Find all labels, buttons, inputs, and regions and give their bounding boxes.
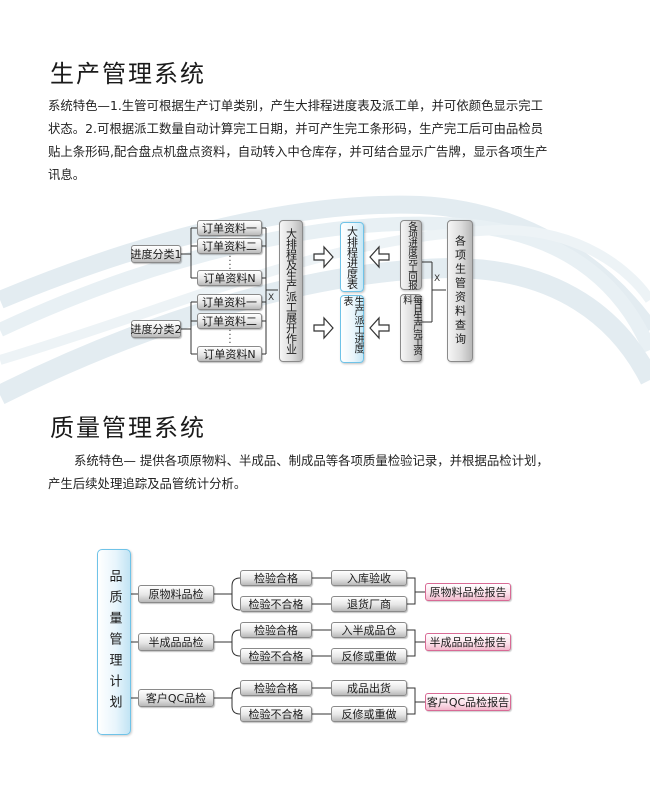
- inspection-fail: 检验不合格: [240, 648, 312, 664]
- inspection-report: 原物料品检报告: [425, 583, 511, 601]
- description-line: 讯息。: [48, 167, 86, 182]
- quality-description: 系统特色— 提供各项原物料、半成品、制成品等各项质量检验记录，并根据品检计划， …: [48, 449, 618, 495]
- progress-category-1: 进度分类1: [131, 245, 182, 263]
- inspection-pass: 检验合格: [240, 680, 312, 696]
- fail-action: 退货厂商: [331, 596, 407, 612]
- pass-action: 成品出货: [331, 680, 407, 696]
- multiply-mark: X: [434, 274, 441, 284]
- description-line: 产生后续处理追踪及品管统计分析。: [48, 476, 247, 491]
- quality-plan-box: 品质量管理计划: [97, 549, 131, 735]
- inspection-pass: 检验合格: [240, 622, 312, 638]
- order-data-n: 订单资料N: [197, 346, 262, 362]
- query-label: 各项生管资料查询: [453, 235, 467, 347]
- pass-action: 入半成品仓: [331, 622, 407, 638]
- daily-production-label: 每日生产完工资料: [401, 295, 422, 355]
- production-description: 系统特色—1.生管可根据生产订单类别，产生大排程进度表及派工单，并可依颜色显示完…: [48, 94, 618, 186]
- semi-finished-inspection: 半成品品检: [138, 633, 214, 651]
- order-data-1: 订单资料一: [197, 294, 262, 310]
- query-box: 各项生管资料查询: [447, 220, 473, 362]
- order-data-2: 订单资料二: [197, 238, 262, 254]
- multiply-mark: X: [268, 293, 275, 303]
- description-line: 系统特色— 提供各项原物料、半成品、制成品等各项质量检验记录，并根据品检计划，: [74, 453, 549, 468]
- inspection-report: 客户QC品检报告: [425, 693, 511, 711]
- description-line: 贴上条形码,配合盘点机盘点资料，自动转入中仓库存，并可结合显示广告牌，显示各项生…: [48, 144, 548, 159]
- daily-production-box: 每日生产完工资料: [400, 294, 422, 362]
- description-line: 系统特色—1.生管可根据生产订单类别，产生大排程进度表及派工单，并可依颜色显示完…: [48, 98, 544, 113]
- dispatch-progress-box: 生产派工进度表: [340, 295, 364, 363]
- inspection-fail: 检验不合格: [240, 596, 312, 612]
- pass-action: 入库验收: [331, 570, 407, 586]
- page-title-production: 生产管理系统: [50, 60, 206, 88]
- big-schedule-label: 大排程进度表: [345, 225, 359, 289]
- completion-report-box: 各项进度完工回报: [400, 220, 422, 290]
- dispatch-progress-label: 生产派工进度表: [341, 296, 363, 353]
- fail-action: 反修或重做: [331, 648, 407, 664]
- ellipsis-dots: ····: [228, 252, 232, 275]
- description-line: 状态。2.可根据派工数量自动计算完工日期，并可产生完工条形码，生产完工后可由品检…: [48, 121, 544, 136]
- order-data-1: 订单资料一: [197, 220, 262, 236]
- quality-plan-label: 品质量管理计划: [106, 568, 122, 716]
- completion-report-label: 各项进度完工回报: [406, 221, 417, 289]
- raw-material-inspection: 原物料品检: [138, 585, 214, 603]
- progress-category-2: 进度分类2: [131, 320, 182, 338]
- inspection-pass: 检验合格: [240, 570, 312, 586]
- order-data-n: 订单资料N: [197, 270, 262, 286]
- schedule-dispatch-label: 大排程及生产派工展开作业: [284, 228, 298, 354]
- inspection-fail: 检验不合格: [240, 706, 312, 722]
- schedule-dispatch-box: 大排程及生产派工展开作业: [279, 220, 303, 362]
- big-schedule-box: 大排程进度表: [340, 222, 364, 292]
- page-title-quality: 质量管理系统: [50, 414, 206, 442]
- inspection-report: 半成品品检报告: [425, 633, 511, 651]
- fail-action: 反修或重做: [331, 706, 407, 722]
- ellipsis-dots: ····: [228, 326, 232, 349]
- customer-qc-inspection: 客户QC品检: [138, 689, 214, 707]
- order-data-2: 订单资料二: [197, 313, 262, 329]
